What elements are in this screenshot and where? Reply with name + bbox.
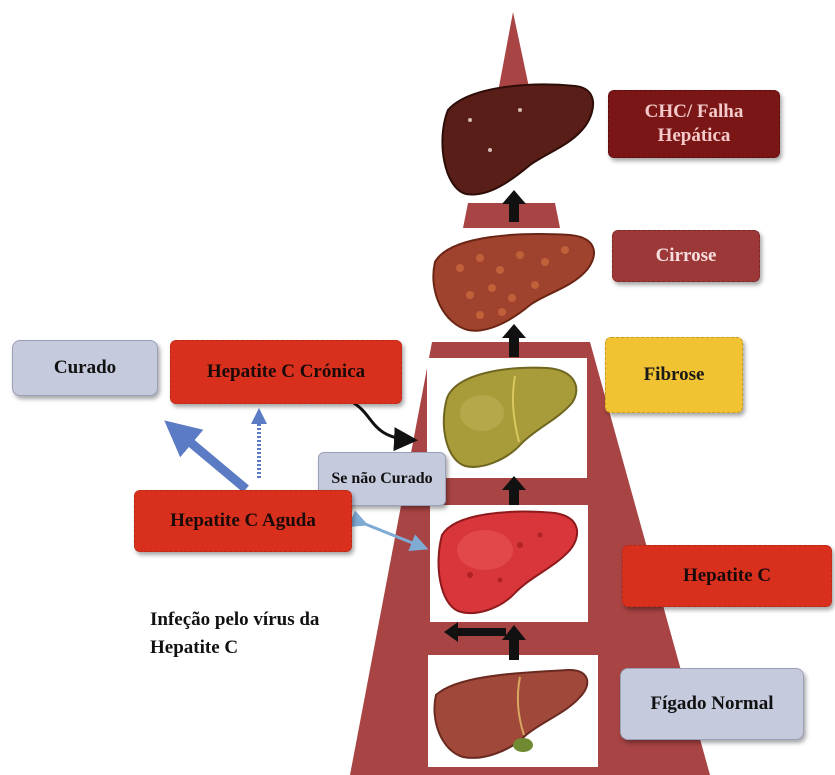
arrow-chronic-to-fibrosis [352,402,412,440]
curado-label: Curado [54,356,116,380]
arrow-acute-hepatitis-link [360,522,420,546]
fibrose-label: Fibrose [644,363,705,387]
cronica-box: Hepatite C Crónica [170,340,402,404]
arrow-hepatitis-to-fibrosis [502,476,526,505]
fibrose-label-box: Fibrose [605,337,743,413]
aguda-label: Hepatite C Aguda [170,509,316,533]
arrow-fibrosis-to-cirrhosis [502,324,526,357]
hepatite-c-label-box: Hepatite C [622,545,832,607]
aguda-box: Hepatite C Aguda [134,490,352,552]
infection-caption: Infeção pelo vírus da Hepatite C [150,606,390,661]
arrow-acute-to-cured [178,432,246,489]
cronica-label: Hepatite C Crónica [207,360,365,384]
se-nao-curado-label: Se não Curado [331,469,432,489]
figado-normal-label-box: Fígado Normal [620,668,804,740]
chc-label-box: CHC/ Falha Hepática [608,90,780,158]
arrow-infection-horizontal [444,622,506,642]
arrow-cirrhosis-to-chc [502,190,526,222]
chc-label: CHC/ Falha Hepática [609,100,779,148]
curado-box: Curado [12,340,158,396]
cirrose-label-box: Cirrose [612,230,760,282]
hepatite-c-label: Hepatite C [683,564,771,588]
cirrose-label: Cirrose [656,244,717,268]
figado-normal-label: Fígado Normal [651,692,774,716]
